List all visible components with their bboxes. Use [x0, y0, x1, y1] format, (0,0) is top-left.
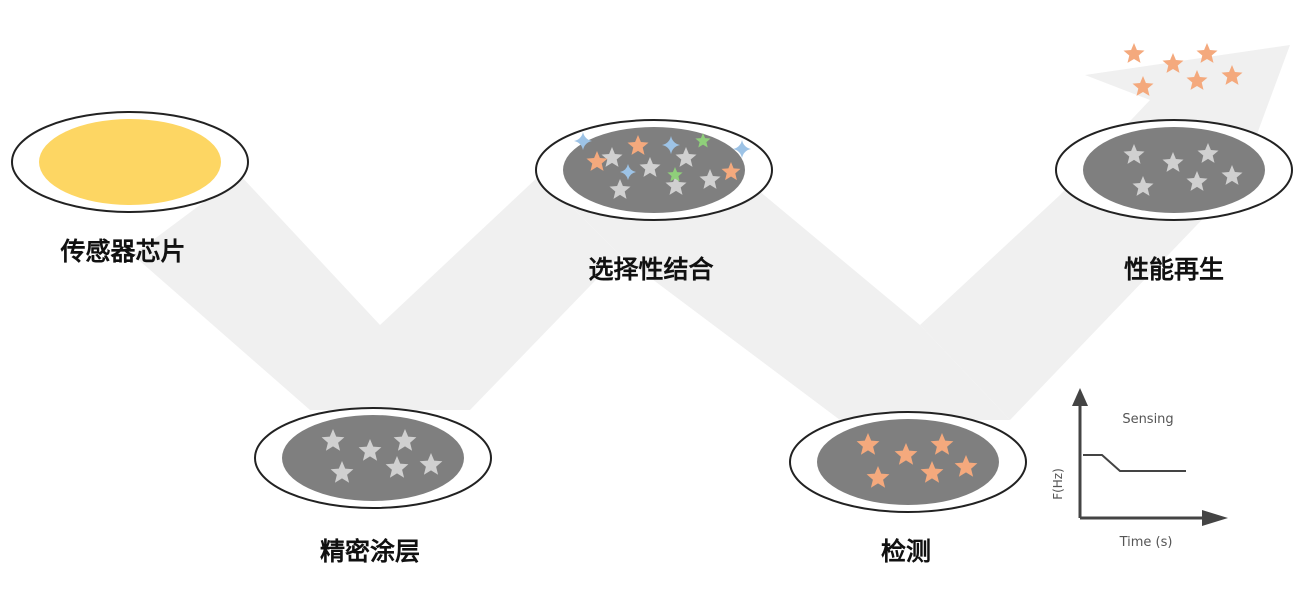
- bound-analyte-star-icon: [866, 466, 890, 488]
- sparkle-icon: [620, 164, 636, 180]
- receptor-star-icon: [699, 169, 721, 189]
- released-analyte-star-icon: [1132, 76, 1154, 96]
- sparkle-icon: [733, 140, 751, 158]
- released-analytes: [1123, 43, 1243, 96]
- receptor-star-icon: [601, 147, 623, 167]
- released-analyte-star-icon: [1162, 53, 1184, 73]
- receptor-star-icon: [385, 456, 409, 478]
- receptor-star-icon: [330, 461, 354, 483]
- receptor-star-icon: [321, 429, 345, 451]
- sensor-chip-dish: [11, 111, 249, 213]
- receptor-star-icon: [665, 175, 687, 195]
- receptor-star-icon: [1221, 165, 1243, 185]
- receptor-star-icon: [675, 147, 697, 167]
- coated-dish: [254, 407, 492, 509]
- released-analyte-star-icon: [1221, 65, 1243, 85]
- stage-label-sensor-chip: 传感器芯片: [60, 237, 186, 266]
- target-analyte-star-icon: [721, 162, 741, 181]
- binding-dish: [535, 119, 773, 221]
- released-analyte-star-icon: [1186, 70, 1208, 90]
- target-analyte-star-icon: [627, 135, 649, 155]
- target-analyte-star-icon: [586, 151, 608, 171]
- stage-label-regeneration: 性能再生: [1123, 255, 1225, 284]
- receptor-star-icon: [419, 453, 443, 475]
- regenerated-dish: [1055, 119, 1293, 221]
- stage-label-selective-binding: 选择性结合: [588, 255, 714, 284]
- bound-analyte-star-icon: [920, 461, 944, 483]
- receptor-star-icon: [1132, 176, 1154, 196]
- released-analyte-star-icon: [1123, 43, 1145, 63]
- plot-title: Sensing: [1122, 412, 1173, 427]
- detection-dish: [789, 411, 1027, 513]
- receptor-star-icon: [1186, 171, 1208, 191]
- non-target-star-icon: [695, 133, 711, 148]
- stage-label-precision-coating: 精密涂层: [319, 537, 421, 566]
- x-axis-arrow-icon: [1202, 510, 1228, 526]
- released-analyte-star-icon: [1196, 43, 1218, 63]
- bound-analyte-star-icon: [930, 433, 954, 455]
- receptor-star-icon: [358, 439, 382, 461]
- sparkle-icon: [662, 136, 680, 154]
- stage-label-detection: 检测: [880, 537, 932, 566]
- frequency-signal-line: [1083, 454, 1186, 472]
- plot-y-label: F(Hz): [1051, 468, 1065, 500]
- receptor-star-icon: [1123, 144, 1145, 164]
- bound-analyte-star-icon: [894, 443, 918, 465]
- receptor-star-icon: [1162, 152, 1184, 172]
- flow-path: [133, 175, 620, 410]
- receptor-star-icon: [1197, 143, 1219, 163]
- y-axis-arrow-icon: [1072, 388, 1088, 406]
- bound-analyte-star-icon: [954, 455, 978, 477]
- sensing-inset-plot: Sensing Time (s) F(Hz): [1051, 388, 1228, 550]
- bound-analyte-star-icon: [856, 433, 880, 455]
- plot-x-label: Time (s): [1119, 535, 1173, 550]
- flow-path-segment: [920, 45, 1290, 420]
- sensor-chip-surface: [39, 119, 221, 205]
- receptor-star-icon: [639, 157, 661, 177]
- flow-path-segment: [540, 175, 1010, 420]
- non-target-star-icon: [667, 167, 683, 182]
- receptor-star-icon: [393, 429, 417, 451]
- sparkle-icon: [574, 132, 592, 150]
- receptor-star-icon: [609, 179, 631, 199]
